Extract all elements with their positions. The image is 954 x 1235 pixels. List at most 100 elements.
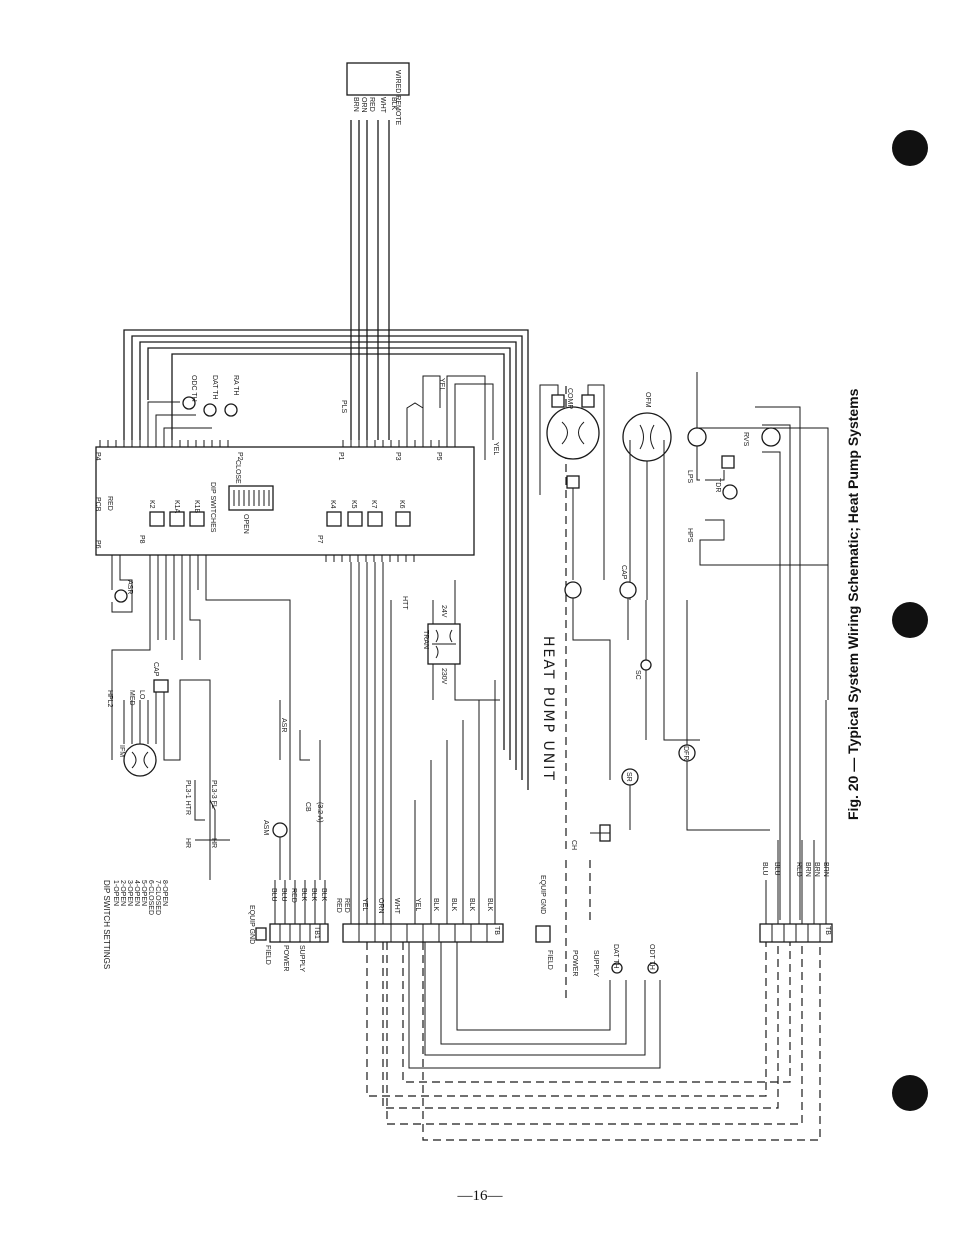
asr-leads bbox=[111, 562, 133, 613]
ifm-label: IFM bbox=[118, 745, 125, 757]
dip-setting-row: 7-CLOSED bbox=[154, 880, 161, 915]
dat-th-field-label: DAT TH bbox=[612, 944, 619, 969]
pcb-board bbox=[95, 446, 475, 556]
sr-label: SR bbox=[625, 772, 632, 782]
dip-settings-rows: 1-OPEN 2-OPEN 3-OPEN 4-OPEN 5-OPEN 6-CLO… bbox=[112, 880, 168, 915]
dip-setting-row: 2-OPEN bbox=[119, 880, 126, 906]
tb-wire-label: BLK bbox=[486, 898, 493, 912]
pcb-p2-label: P2 bbox=[236, 452, 243, 461]
comp-terminal-s bbox=[581, 394, 595, 408]
dat-th-label: DAT TH bbox=[211, 375, 218, 400]
remote-wire-labels: BRN ORN RED WHT BLK bbox=[352, 97, 397, 114]
dip-open-label: OPEN bbox=[242, 514, 249, 534]
hp-tb-wire-label: BLU bbox=[761, 862, 768, 876]
htt-label: HTT bbox=[401, 596, 408, 610]
dip-switches-label: DIP SWITCHES bbox=[209, 482, 216, 533]
binder-hole-middle bbox=[892, 602, 928, 638]
pl2-label: PL2 bbox=[106, 695, 113, 708]
left-power-label: POWER bbox=[282, 945, 289, 971]
sensor-group: ODC TH DAT TH RA TH bbox=[147, 375, 239, 440]
heater-leads bbox=[194, 760, 230, 841]
relay-k1b-label: K1B bbox=[193, 500, 200, 514]
tb1-wire-label: BLK bbox=[300, 888, 307, 902]
left-field-label: FIELD bbox=[264, 945, 271, 965]
relay-k1b bbox=[189, 511, 205, 527]
safety-switch-leads bbox=[696, 372, 829, 700]
p3-p5-leads bbox=[406, 375, 494, 460]
asr-relay-coil bbox=[114, 589, 128, 603]
tran-24v-label: 24V bbox=[440, 605, 447, 618]
right-equip-gnd-label: EQUIP GND bbox=[539, 875, 546, 914]
hp-tb-wire-label: BRN bbox=[822, 862, 829, 877]
hps-label: HPS bbox=[686, 528, 693, 543]
rvs-leads bbox=[755, 406, 801, 920]
ifm-cap bbox=[153, 679, 169, 693]
hr-label-1: HR bbox=[184, 838, 191, 848]
tb-wire-label: BLK bbox=[450, 898, 457, 912]
pcb-relays: K2 K1A K1B K4 K5 K7 K6 bbox=[148, 500, 411, 527]
dip-setting-row: 6-CLOSED bbox=[147, 880, 154, 915]
tb-wire-label: RED bbox=[335, 898, 342, 913]
ofm-label: OFM bbox=[644, 392, 651, 408]
hp-tb-label: TB bbox=[824, 926, 831, 935]
relay-k5-label: K5 bbox=[350, 500, 357, 509]
odc-th-label: ODC TH bbox=[190, 375, 197, 402]
tran-label: TRAN bbox=[422, 630, 429, 649]
relay-k7-label: K7 bbox=[370, 500, 377, 509]
asr-label-2: ASR bbox=[280, 718, 287, 732]
dip-setting-row: 4-OPEN bbox=[133, 880, 140, 906]
ifm-cap-label: CAP bbox=[152, 662, 159, 677]
field-sensor-wires bbox=[408, 942, 661, 1069]
ra-th-sensor bbox=[224, 403, 238, 417]
dip-setting-row: 8-OPEN bbox=[161, 880, 168, 906]
pcb-p4-label: P4 bbox=[94, 452, 101, 461]
tb-wires bbox=[350, 562, 496, 924]
cb-rating-label: (3.2 A) bbox=[316, 802, 323, 823]
ifm-motor bbox=[123, 743, 157, 777]
contactor-c bbox=[687, 427, 707, 447]
tb-terminals bbox=[358, 924, 488, 942]
transformer-leads bbox=[432, 580, 500, 701]
tb1-wires bbox=[274, 880, 326, 924]
sensor-leads bbox=[147, 401, 212, 440]
dip-setting-row: 1-OPEN bbox=[112, 880, 119, 906]
tb-wire-label: WHT bbox=[393, 898, 400, 915]
asm-label: ASM bbox=[262, 820, 269, 835]
pcb-pls-label: PLS bbox=[340, 400, 347, 414]
comp-terminal-c bbox=[566, 475, 580, 489]
tb1-wire-labels: BLU BLU RED BLK BLK BLK bbox=[270, 888, 327, 903]
tb1-terminal-block bbox=[269, 923, 329, 943]
hp-component-leads bbox=[572, 598, 770, 834]
ifm-med-label: MED bbox=[128, 690, 135, 706]
dip-close-label: CLOSE bbox=[234, 460, 241, 484]
remote-wire-label: ORN bbox=[360, 97, 367, 113]
dip-switch-block bbox=[228, 485, 274, 511]
hp-tb-wire-label: BRN bbox=[813, 862, 820, 877]
hp-tb-wires bbox=[765, 700, 827, 924]
tb-wire-label: YEL bbox=[361, 898, 368, 911]
tdr-label: TDR bbox=[714, 478, 721, 492]
relay-k4-label: K4 bbox=[329, 500, 336, 509]
odc-th-sensor bbox=[182, 396, 196, 410]
hr-label-2: HR bbox=[210, 838, 217, 848]
tb1-wire-label: BLK bbox=[320, 888, 327, 902]
relay-k5 bbox=[347, 511, 363, 527]
pcb-red-label: RED bbox=[106, 496, 113, 511]
dip-settings-title: DIP SWITCH SETTINGS bbox=[102, 880, 111, 969]
cap-label: CAP bbox=[620, 565, 627, 580]
tb-wire-label: YEL bbox=[414, 898, 421, 911]
dat-th-sensor bbox=[203, 403, 217, 417]
field-wiring-dashed bbox=[366, 942, 821, 1141]
sc-label: SC bbox=[634, 670, 641, 680]
ch-label: CH bbox=[570, 840, 577, 850]
p1-p3-p5-pin-stubs bbox=[342, 440, 456, 447]
relay-k1a-label: K1A bbox=[173, 500, 180, 514]
tb-wire-label: BLK bbox=[468, 898, 475, 912]
p8-leads bbox=[111, 562, 291, 880]
ra-th-label: RA TH bbox=[232, 375, 239, 396]
comp-label: COMP bbox=[566, 388, 573, 409]
left-supply-label: SUPPLY bbox=[298, 945, 305, 972]
wired-remote-box bbox=[346, 62, 410, 96]
heat-pump-unit-label: HEAT PUMP UNIT bbox=[540, 636, 556, 782]
